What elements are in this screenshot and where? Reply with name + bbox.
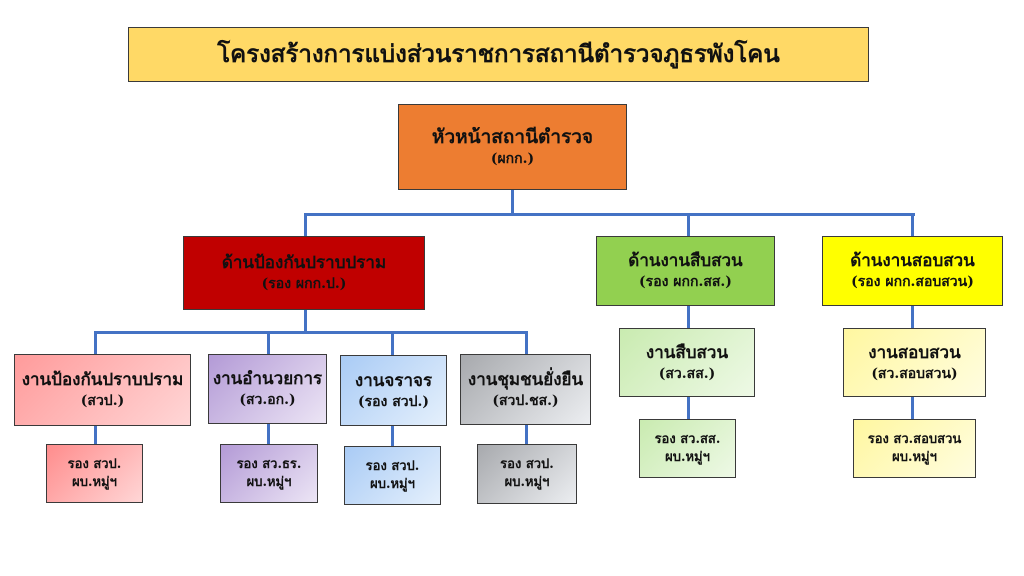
unit-investigation: งานสืบสวน (สว.สส.) [619,328,755,397]
unit-inquiry: งานสอบสวน (สว.สอบสวน) [843,328,986,397]
unit-abbr: (สว.อก.) [239,392,296,409]
subunit-squad: ผบ.หมู่ฯ [72,474,117,490]
head-node: หัวหน้าสถานีตำรวจ (ผกก.) [398,104,627,190]
subunit-traffic: รอง สวป. ผบ.หมู่ฯ [344,446,441,505]
unit-name: งานป้องกันปราบปราม [21,370,184,391]
unit-abbr: (รอง สวป.) [357,393,430,410]
division-investigation: ด้านงานสืบสวน (รอง ผกก.สส.) [596,236,775,306]
subunit-deputy: รอง สว.สส. [654,431,721,447]
subunit-investigation: รอง สว.สส. ผบ.หมู่ฯ [639,419,736,478]
subunit-deputy: รอง สวป. [67,456,122,472]
chart-title: โครงสร้างการแบ่งส่วนราชการสถานีตำรวจภูธร… [128,27,869,82]
subunit-admin: รอง สว.ธร. ผบ.หมู่ฯ [220,444,318,503]
connector [304,213,915,216]
division-name: ด้านงานสืบสวน [628,251,743,272]
subunit-squad: ผบ.หมู่ฯ [665,449,710,465]
division-name: ด้านงานสอบสวน [850,251,975,272]
subunit-deputy: รอง สว.สอบสวน [867,431,962,447]
unit-abbr: (สว.สอบสวน) [871,365,958,382]
division-abbr: (รอง ผกก.สส.) [639,274,732,291]
unit-abbr: (สวป.) [80,393,125,410]
unit-name: งานจราจร [354,370,433,391]
head-abbr: (ผกก.) [490,151,535,168]
division-inquiry: ด้านงานสอบสวน (รอง ผกก.สอบสวน) [822,236,1003,306]
unit-name: งานชุมชนยั่งยืน [467,369,584,390]
subunit-squad: ผบ.หมู่ฯ [370,476,415,492]
subunit-squad: ผบ.หมู่ฯ [246,474,292,490]
subunit-inquiry: รอง สว.สอบสวน ผบ.หมู่ฯ [853,419,976,478]
head-name: หัวหน้าสถานีตำรวจ [431,125,594,148]
unit-abbr: (สว.สส.) [658,365,716,382]
subunit-community: รอง สวป. ผบ.หมู่ฯ [477,444,577,504]
division-abbr: (รอง ผกก.สอบสวน) [851,274,974,291]
subunit-squad: ผบ.หมู่ฯ [504,475,550,490]
subunit-deputy: รอง สวป. [365,458,420,474]
subunit-deputy: รอง สว.ธร. [236,456,302,472]
division-prevention: ด้านป้องกันปราบปราม (รอง ผกก.ป.) [183,236,425,310]
subunit-squad: ผบ.หมู่ฯ [892,449,937,465]
connector [304,213,307,237]
unit-admin: งานอำนวยการ (สว.อก.) [208,354,327,424]
subunit-deputy: รอง สวป. [500,457,554,473]
connector [304,308,307,333]
title-text: โครงสร้างการแบ่งส่วนราชการสถานีตำรวจภูธร… [217,39,780,69]
division-abbr: (รอง ผกก.ป.) [261,276,347,293]
unit-prevention: งานป้องกันปราบปราม (สวป.) [14,354,191,426]
connector [911,213,914,237]
connector [687,213,690,237]
division-name: ด้านป้องกันปราบปราม [221,253,387,274]
connector [511,189,514,215]
unit-name: งานอำนวยการ [212,369,323,390]
unit-abbr: (สวป.ชส.) [492,392,559,409]
unit-name: งานสืบสวน [645,342,729,363]
connector [94,331,528,334]
unit-name: งานสอบสวน [868,342,961,363]
unit-traffic: งานจราจร (รอง สวป.) [340,355,447,426]
subunit-prevention: รอง สวป. ผบ.หมู่ฯ [46,444,143,503]
unit-community: งานชุมชนยั่งยืน (สวป.ชส.) [460,354,591,425]
